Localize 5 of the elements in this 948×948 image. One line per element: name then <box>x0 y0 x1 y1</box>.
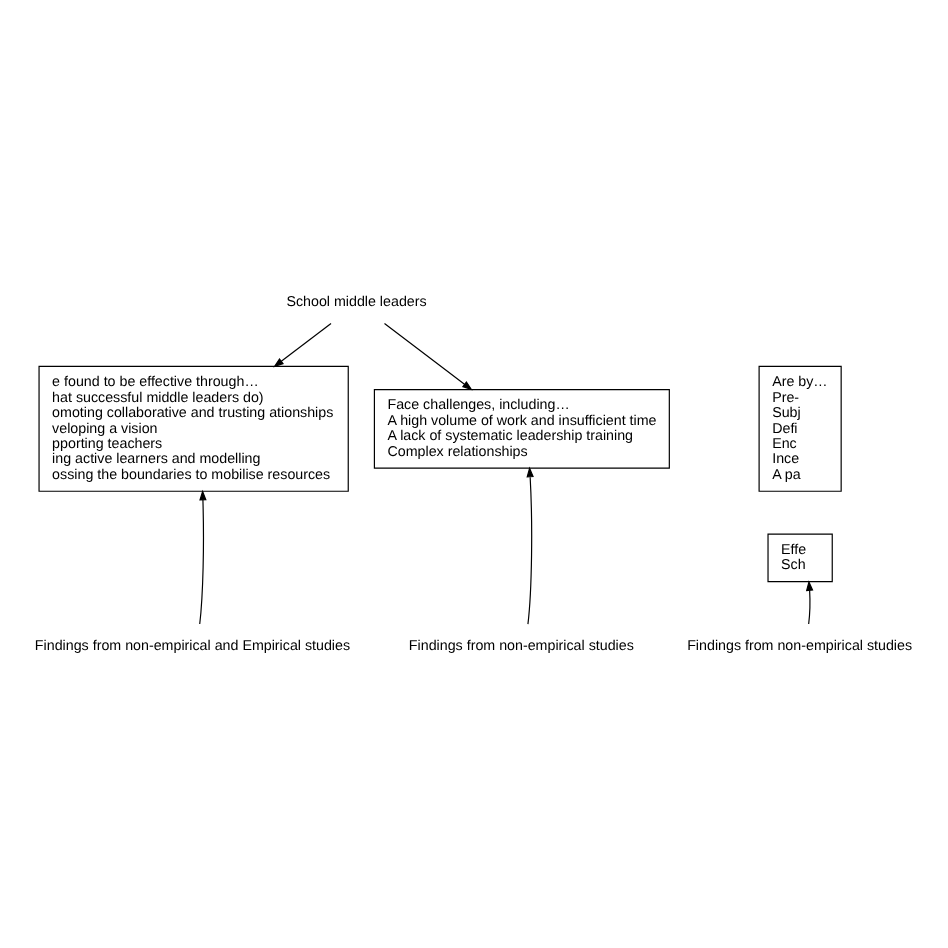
arrow <box>383 323 473 391</box>
arrow <box>199 489 207 625</box>
arrow <box>526 466 534 625</box>
arrow <box>805 580 814 625</box>
arrow <box>273 323 332 368</box>
